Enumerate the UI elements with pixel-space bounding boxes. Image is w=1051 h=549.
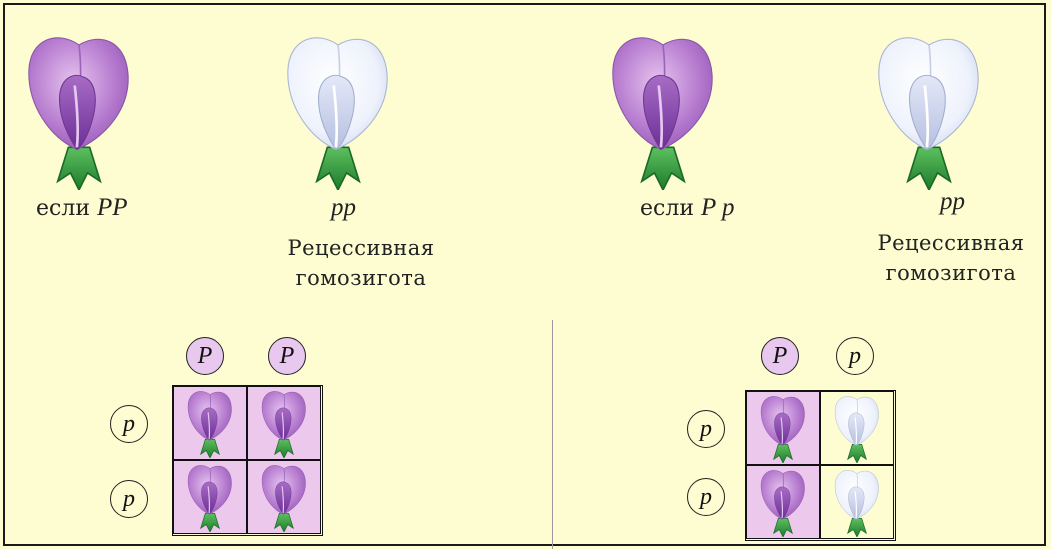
punnett-cell <box>247 460 321 534</box>
recessive-genotype-label: pp <box>331 194 356 221</box>
purple-flower-icon <box>255 462 313 532</box>
punnett-cell <box>173 386 247 460</box>
white-flower-icon <box>283 30 393 190</box>
gamete-top-1: P <box>761 337 799 375</box>
gamete-side-2: p <box>110 480 148 518</box>
punnett-square-right <box>745 390 896 541</box>
punnett-cell <box>820 465 894 539</box>
section-divider <box>552 320 553 549</box>
gamete-top-2: P <box>268 337 306 375</box>
recessive-genotype-label: pp <box>940 188 965 215</box>
purple-flower-icon <box>181 462 239 532</box>
gamete-top-1: P <box>186 337 224 375</box>
purple-flower-icon <box>181 388 239 458</box>
purple-flower-icon <box>255 388 313 458</box>
gamete-side-1: p <box>110 405 148 443</box>
punnett-cell <box>820 391 894 465</box>
white-flower-icon <box>828 393 886 463</box>
purple-flower-icon <box>754 393 812 463</box>
white-flower-icon <box>874 30 984 190</box>
white-flower-icon <box>828 467 886 537</box>
punnett-cell <box>746 391 820 465</box>
purple-flower-icon <box>754 467 812 537</box>
gamete-side-1: p <box>687 410 725 448</box>
dominant-genotype-label: если PP <box>36 194 128 221</box>
dominant-genotype-label: если P p <box>640 194 735 221</box>
gamete-top-2: p <box>836 337 874 375</box>
punnett-cell <box>247 386 321 460</box>
purple-flower-icon <box>608 30 718 190</box>
gamete-side-2: p <box>687 478 725 516</box>
punnett-cell <box>746 465 820 539</box>
punnett-square-left <box>172 385 323 536</box>
purple-flower-icon <box>24 30 134 190</box>
punnett-cell <box>173 460 247 534</box>
